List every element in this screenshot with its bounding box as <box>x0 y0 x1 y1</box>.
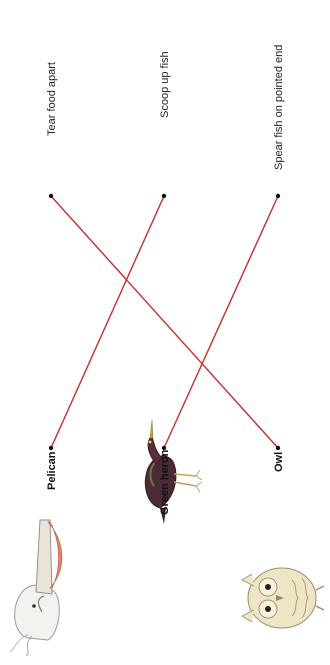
bird-label-pelican: Pelican <box>46 451 58 490</box>
bird-dot-owl <box>276 446 280 450</box>
function-dot-scoop-up-fish <box>162 194 166 198</box>
function-label-scoop-up-fish: Scoop up fish <box>159 51 171 118</box>
bird-label-owl: Owl <box>273 452 285 472</box>
match-line-heron-spear <box>164 196 278 448</box>
function-label-tear-food-apart: Tear food apart <box>46 62 58 136</box>
bird-label-green-heron: Green heron <box>159 449 171 515</box>
green-heron-illustration <box>145 420 202 524</box>
function-dot-spear-fish-on-pointed-end <box>276 194 280 198</box>
bird-dot-pelican <box>49 446 53 450</box>
pelican-illustration <box>10 520 62 656</box>
function-dot-tear-food-apart <box>49 194 53 198</box>
function-label-spear-fish-on-pointed-end: Spear fish on pointed end <box>273 45 285 170</box>
match-line-pelican-scoop <box>51 196 164 448</box>
owl-illustration <box>242 568 324 628</box>
bird-dot-green-heron <box>162 446 166 450</box>
match-line-owl-tear <box>51 196 278 448</box>
